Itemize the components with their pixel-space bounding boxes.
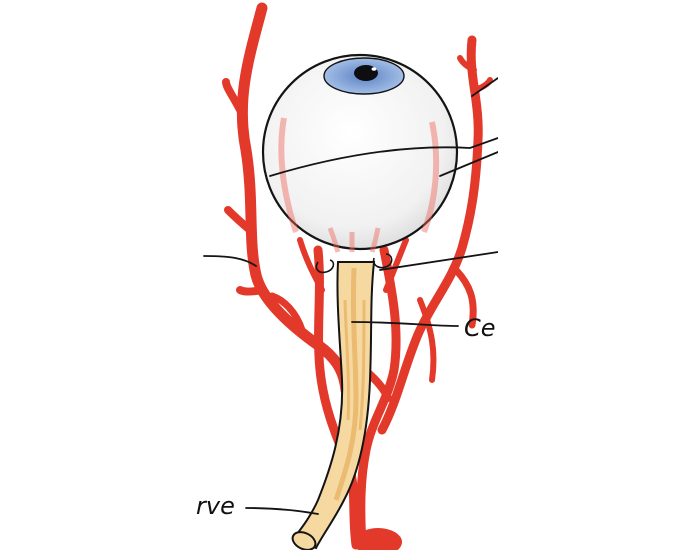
sclera-vessel-bottom-3	[369, 227, 381, 253]
crop-mask-right	[498, 0, 700, 550]
artery-left-branch-inner	[268, 292, 306, 334]
iris-glint	[371, 67, 377, 71]
artery-right-branch-mid	[471, 77, 493, 93]
artery-branch-mid-right	[417, 297, 437, 383]
leader-eyeball-band	[269, 137, 499, 177]
leader-top-right	[471, 77, 499, 97]
artery-left-branch-low2	[236, 286, 266, 296]
artery-central-right	[356, 245, 401, 550]
leader-stub-right	[379, 251, 499, 271]
vessel-stub-right	[372, 253, 393, 269]
artery-right-branch-top	[457, 55, 477, 73]
artery-left-branch-lower	[224, 206, 254, 234]
eyeball-sphere	[261, 53, 459, 251]
optic-nerve-stripe-1	[333, 267, 359, 501]
artery-central-left	[313, 245, 361, 550]
artery-left-branch-upper	[222, 78, 248, 122]
leader-sclera-right	[439, 151, 499, 177]
optic-nerve	[291, 253, 393, 550]
leader-lines	[203, 77, 499, 515]
artery-short-posterior-left	[297, 237, 325, 293]
sclera-vessel-left	[278, 117, 299, 233]
optic-nerve-stripe-3	[358, 299, 366, 431]
vessel-stub-left	[315, 259, 335, 274]
label-nerve: rve	[196, 492, 235, 520]
artery-right-branch-low	[452, 266, 477, 329]
eyeball-icon	[261, 53, 459, 253]
leader-nerve	[245, 507, 319, 515]
sclera-vessel-bottom-1	[327, 227, 341, 253]
label-central: Ce	[464, 314, 496, 342]
leader-central	[351, 321, 459, 327]
optic-nerve-cut-end	[291, 531, 317, 550]
crop-mask-left	[0, 0, 196, 550]
sclera-vessel-right	[421, 121, 440, 234]
leader-left	[203, 255, 257, 267]
artery-right-main	[377, 35, 483, 435]
optic-nerve-stripe-2	[343, 299, 351, 421]
artery-bottom-bulge	[354, 528, 402, 550]
